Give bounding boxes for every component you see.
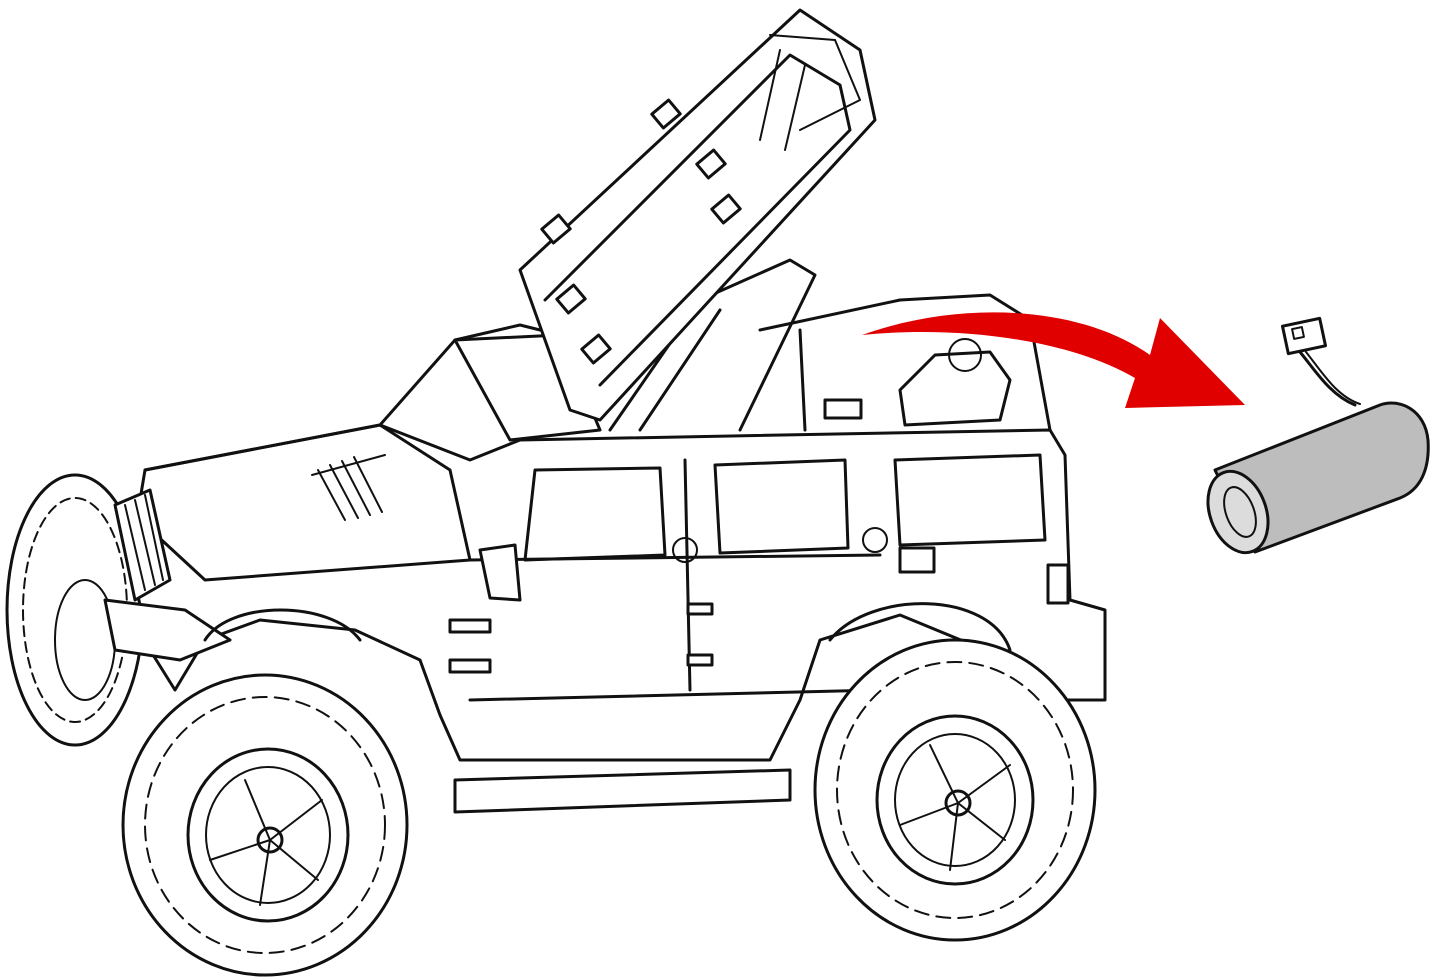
front-door-window [523, 466, 667, 562]
rear-right-wheel [813, 638, 1097, 942]
battery-wire [1298, 350, 1357, 407]
rear-door-window [713, 458, 850, 555]
truck-body [103, 258, 1107, 814]
battery-compartment [898, 350, 1012, 427]
door-hinge-bottom [448, 658, 492, 674]
side-step [453, 768, 792, 814]
front-right-wheel [121, 673, 409, 977]
front-grille [113, 488, 172, 602]
tail-light [1046, 563, 1070, 605]
fuel-cap [898, 546, 936, 574]
side-mirror [478, 543, 522, 602]
battery-pack-icon [1206, 316, 1430, 555]
door-hinge-top [448, 618, 492, 634]
rc-crawler-truck-icon [5, 8, 1107, 977]
hood-vents [311, 454, 386, 521]
front-bumper [103, 598, 232, 662]
door-handle-upper [686, 602, 714, 616]
door-handle-lower [686, 653, 714, 667]
battery-connector-plug-icon [1281, 316, 1327, 356]
rear-quarter-window [893, 453, 1047, 547]
curved-red-arrow-icon [862, 312, 1245, 408]
hinged-roof-panel-icon [518, 8, 877, 422]
